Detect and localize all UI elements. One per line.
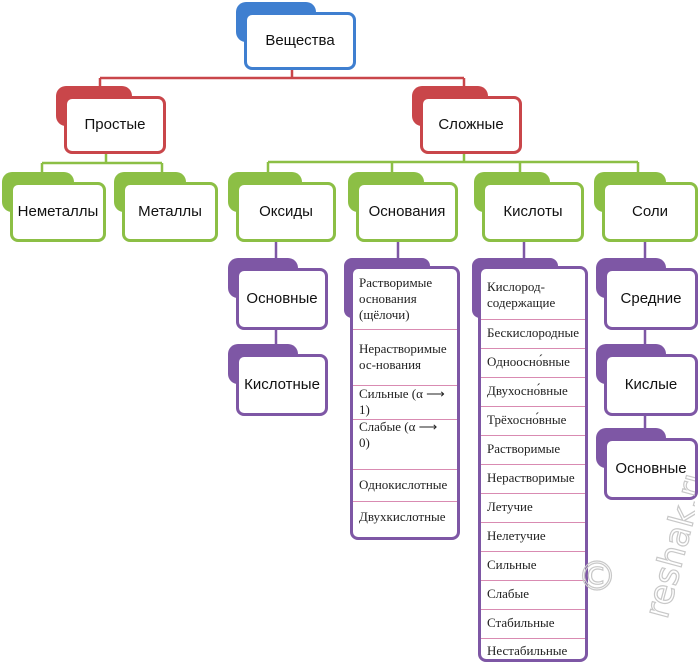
- list-item: Нелетучие: [487, 528, 546, 544]
- node-nonmetals: Неметаллы: [2, 172, 106, 242]
- list-item: Растворимые основания (щёлочи): [359, 274, 433, 323]
- node-oxides-basic: Основные: [228, 258, 328, 330]
- list-item: Трёхосно́вные: [487, 412, 567, 428]
- node-oxides-basic-label: Основные: [236, 268, 328, 330]
- node-salts: Соли: [594, 172, 698, 242]
- acids-list: Кислород-содержащие Бескислородные Одноо…: [472, 258, 588, 662]
- list-item: Нерастворимые: [487, 470, 575, 486]
- node-substances: Вещества: [236, 2, 356, 70]
- node-salts-acidic: Кислые: [596, 344, 698, 416]
- list-item: Слабые: [487, 586, 530, 602]
- node-salts-label: Соли: [602, 182, 698, 242]
- list-item: Двухкислотные: [359, 508, 446, 524]
- node-salts-normal-label: Средние: [604, 268, 698, 330]
- list-item: Летучие: [487, 499, 533, 515]
- node-salts-basic: Основные: [596, 428, 698, 500]
- node-simple-label: Простые: [64, 96, 166, 154]
- node-oxides-label: Оксиды: [236, 182, 336, 242]
- list-item: Двухосно́вные: [487, 383, 568, 399]
- list-item: Кислород-содержащие: [487, 278, 556, 310]
- node-bases: Основания: [348, 172, 458, 242]
- node-oxides-acidic-label: Кислотные: [236, 354, 328, 416]
- node-salts-basic-label: Основные: [604, 438, 698, 500]
- list-item: Бескислородные: [487, 325, 580, 341]
- list-item: Нестабильные: [487, 642, 568, 658]
- watermark: © reshak.ru: [576, 470, 695, 623]
- node-complex-label: Сложные: [420, 96, 522, 154]
- node-metals: Металлы: [114, 172, 218, 242]
- node-substances-label: Вещества: [244, 12, 356, 70]
- list-item: Растворимые: [487, 441, 561, 457]
- node-complex: Сложные: [412, 86, 522, 154]
- list-item: Слабые (α ⟶ 0): [359, 419, 438, 451]
- node-nonmetals-label: Неметаллы: [10, 182, 106, 242]
- node-oxides-acidic: Кислотные: [228, 344, 328, 416]
- node-salts-normal: Средние: [596, 258, 698, 330]
- node-oxides: Оксиды: [228, 172, 336, 242]
- list-item: Нерастворимые ос-нования: [359, 340, 447, 372]
- node-acids: Кислоты: [474, 172, 584, 242]
- list-item: Одноосно́вные: [487, 354, 570, 370]
- watermark-text: reshak.ru: [637, 470, 695, 622]
- watermark-symbol: ©: [577, 554, 617, 600]
- list-item: Сильные (α ⟶ 1): [359, 385, 445, 417]
- list-item: Сильные: [487, 557, 537, 573]
- node-simple: Простые: [56, 86, 166, 154]
- node-salts-acidic-label: Кислые: [604, 354, 698, 416]
- node-acids-label: Кислоты: [482, 182, 584, 242]
- list-item: Однокислотные: [359, 476, 448, 492]
- node-metals-label: Металлы: [122, 182, 218, 242]
- node-bases-label: Основания: [356, 182, 458, 242]
- bases-list: Растворимые основания (щёлочи) Нераствор…: [344, 258, 460, 540]
- list-item: Стабильные: [487, 615, 555, 631]
